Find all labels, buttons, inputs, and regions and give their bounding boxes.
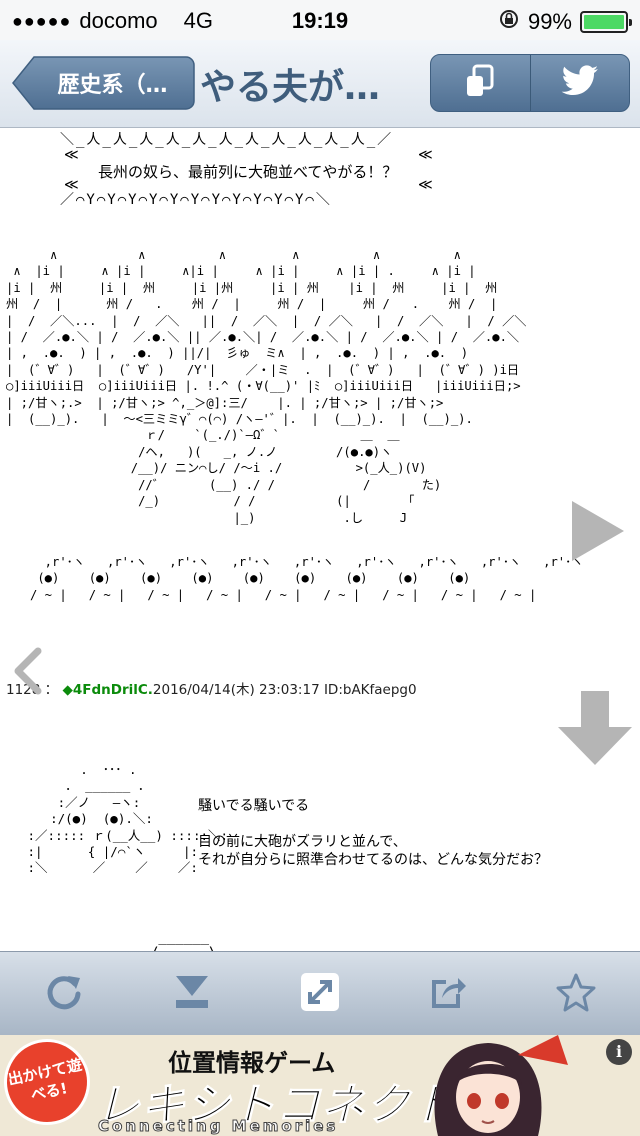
expand-icon [300,972,340,1016]
signal-strength-icon: ●●●●● [12,10,72,31]
rotation-lock-icon [498,8,520,36]
status-time: 19:19 [291,8,349,33]
post-line-2: 目の前に大砲がズラリと並んで、 [198,834,407,850]
ascii-art-partial: ______ / \ [150,929,217,951]
battery-icon [580,11,632,33]
banner-right-mark: ≪ [418,147,433,163]
twitter-button[interactable] [529,55,630,111]
copy-button[interactable] [431,55,530,111]
favorite-button[interactable] [541,959,611,1029]
post-header: 1128 ： ◆4FdnDrilC.2016/04/14(木) 23:03:17… [6,678,417,698]
download-icon [172,972,212,1016]
share-button[interactable] [413,959,483,1029]
ad-info-icon[interactable]: i [606,1039,632,1065]
banner-right-mark-2: ≪ [418,177,433,193]
ad-subtitle: 位置情報ゲーム [168,1049,336,1077]
banner-frame-bottom: ／⌒Y⌒Y⌒Y⌒Y⌒Y⌒Y⌒Y⌒Y⌒Y⌒Y⌒Y⌒＼ [60,192,332,208]
banner-frame-top: ＼_人_人_人_人_人_人_人_人_人_人_人_／ [60,132,394,148]
post-line-3: それが自分らに照準合わせてるのは、どんな気分だお？ [198,852,548,868]
chevron-left-icon [12,647,44,699]
ascii-art-cannons: ∧ ∧ ∧ ∧ ∧ ∧ ∧ |i | ∧ |i | ∧|i | ∧ |i | ∧… [6,248,527,525]
battery-fill [584,15,624,29]
banner-left-mark-2: ≪ [64,177,79,193]
ascii-art-cannon-row: ,r'･ヽ ,r'･ヽ ,r'･ヽ ,r'･ヽ ,r'･ヽ ,r'･ヽ ,r'･… [30,555,584,602]
share-icon [428,972,468,1016]
banner-left-mark: ≪ [64,147,79,163]
banner-text: 長州の奴ら、最前列に大砲並べてやがる！？ [98,163,398,181]
ascii-art-face: . ･･･ . ． ______ ． :／ノ ―ヽ: :/(●) (●).＼: … [27,762,229,876]
reload-button[interactable] [29,959,99,1029]
previous-button[interactable] [12,647,44,699]
post-line-1: 騒いでる騒いでる [198,798,310,814]
post-separator: ： [44,682,59,698]
back-button-label: 歴史系（… [57,73,168,98]
twitter-bird-icon [560,65,600,101]
network-type: 4G [183,8,214,33]
post-trip[interactable]: 4FdnDrilC. [72,682,153,698]
status-right: 99% [498,8,632,36]
navigation-bar: 歴史系（… やる夫が… [0,40,640,128]
ad-title: レキシトコネクト [96,1080,456,1132]
page-title: やる夫が… [200,67,381,108]
play-triangle-icon [570,501,626,567]
status-bar: ●●●●● docomo 4G 19:19 99% [0,0,640,40]
ad-character-illustration [408,1035,568,1136]
fullscreen-button[interactable] [285,959,355,1029]
bottom-toolbar [0,951,640,1035]
star-icon [556,972,596,1016]
reload-icon [44,972,84,1016]
ad-badge: 出かけて遊べる! [0,1035,99,1134]
status-left: ●●●●● docomo 4G [12,8,213,34]
ad-banner[interactable]: 出かけて遊べる! 位置情報ゲーム レキシトコネクト Connecting Mem… [0,1035,640,1136]
post-date: 2016/04/14(木) 23:03:17 ID:bAKfaepg0 [152,682,417,698]
next-page-button[interactable] [570,499,626,567]
ad-english-title: Connecting Memories [97,1117,339,1136]
nav-button-group [430,54,630,112]
download-button[interactable] [157,959,227,1029]
copy-pages-icon [462,63,498,103]
trip-diamond-icon: ◆ [62,682,73,698]
scroll-down-button[interactable] [556,689,634,771]
arrow-down-icon [556,691,634,771]
back-button[interactable]: 歴史系（… [12,55,195,111]
thread-content[interactable]: ＼_人_人_人_人_人_人_人_人_人_人_人_／ ≪ ≪ 長州の奴ら、最前列に… [0,129,640,951]
battery-percent: 99% [527,9,572,34]
carrier-name: docomo [79,8,158,33]
